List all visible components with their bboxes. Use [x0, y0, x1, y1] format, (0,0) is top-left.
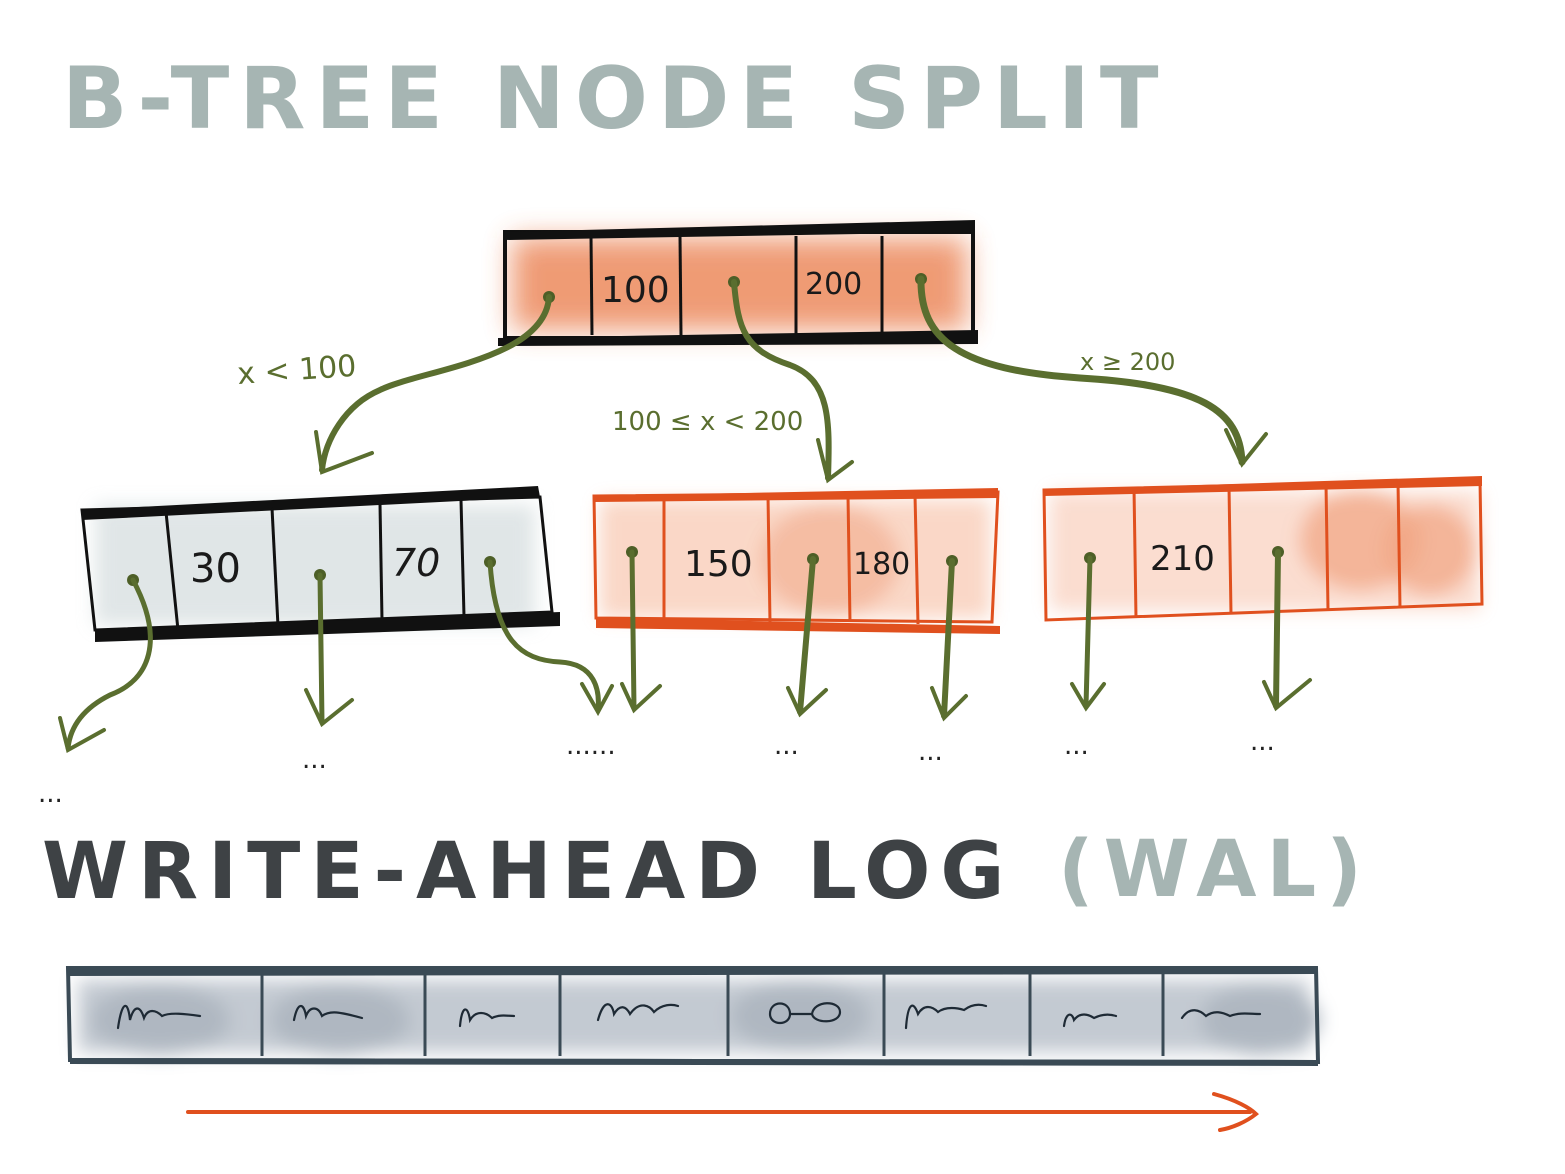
- ellipsis: ...: [38, 779, 63, 809]
- ellipsis: ...: [774, 731, 799, 761]
- ellipsis: ...: [302, 745, 327, 775]
- left-child-fill: [95, 505, 535, 625]
- edge-label-left: x < 100: [236, 349, 357, 392]
- leaf-arrows: [58, 549, 1312, 754]
- root-key-200: 200: [805, 267, 862, 302]
- wal-entry: [458, 1008, 516, 1028]
- left-child-node: 30 70: [80, 486, 560, 642]
- ellipsis: ...: [1064, 731, 1089, 761]
- middle-child-node: 150 180: [592, 488, 1000, 634]
- edge-label-right: x ≥ 200: [1080, 348, 1175, 376]
- right-key-210: 210: [1150, 539, 1215, 579]
- wal-log-strip: [65, 966, 1321, 1066]
- ellipsis: ......: [566, 731, 616, 761]
- diagram-title: B-TREE NODE SPLIT: [62, 49, 1169, 149]
- arrow-to-middle-child: [731, 279, 832, 481]
- left-key-70: 70: [392, 541, 440, 585]
- root-node: 100 200: [498, 220, 978, 346]
- wal-entry-scribbles: [116, 1002, 1262, 1030]
- root-child-arrows: [314, 275, 1268, 484]
- ellipsis: ...: [1250, 727, 1275, 757]
- edge-label-middle: 100 ≤ x < 200: [612, 407, 803, 437]
- wal-entry: [768, 1002, 842, 1025]
- wal-title: WRITE-AHEAD LOG: [42, 827, 1014, 917]
- ellipsis: ...: [918, 737, 943, 767]
- right-child-node: 210: [1042, 476, 1484, 622]
- leaf-ellipses: ... ... ...... ... ... ... ...: [38, 727, 1275, 809]
- middle-child-fill: [600, 500, 990, 618]
- wal-abbrev: (WAL): [1058, 825, 1372, 915]
- wal-entry: [116, 1004, 202, 1030]
- left-key-30: 30: [190, 546, 241, 592]
- middle-key-150: 150: [684, 544, 753, 585]
- arrow-to-right-child: [917, 275, 1246, 466]
- wal-append-arrow: [186, 1092, 1259, 1132]
- wal-strip-fill: [78, 980, 1320, 1055]
- wal-entry: [1062, 1013, 1118, 1028]
- root-key-100: 100: [601, 270, 670, 311]
- right-child-fill: [1050, 490, 1480, 610]
- middle-key-180: 180: [853, 547, 910, 582]
- wal-entry: [292, 1004, 364, 1022]
- wal-entry: [596, 1003, 680, 1022]
- arrow-to-left-child: [319, 294, 552, 473]
- wal-entry: [904, 1003, 988, 1030]
- wal-entry: [1180, 1009, 1262, 1020]
